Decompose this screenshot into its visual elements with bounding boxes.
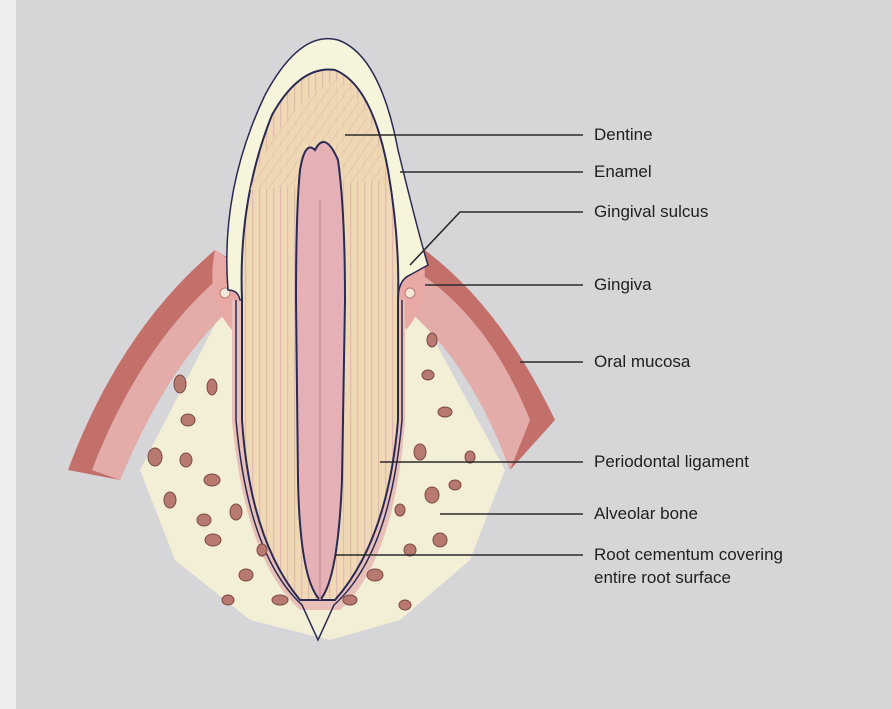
- leader-gingival-sulcus: [410, 212, 583, 265]
- label-oral-mucosa: Oral mucosa: [594, 352, 690, 372]
- label-gingiva: Gingiva: [594, 275, 652, 295]
- label-root-cementum-line1: Root cementum covering: [594, 545, 783, 565]
- background-panel: [0, 0, 16, 709]
- label-gingival-sulcus: Gingival sulcus: [594, 202, 708, 222]
- label-alveolar-bone: Alveolar bone: [594, 504, 698, 524]
- label-enamel: Enamel: [594, 162, 652, 182]
- label-root-cementum-line2: entire root surface: [594, 568, 731, 588]
- label-periodontal-ligament: Periodontal ligament: [594, 452, 749, 472]
- label-dentine: Dentine: [594, 125, 653, 145]
